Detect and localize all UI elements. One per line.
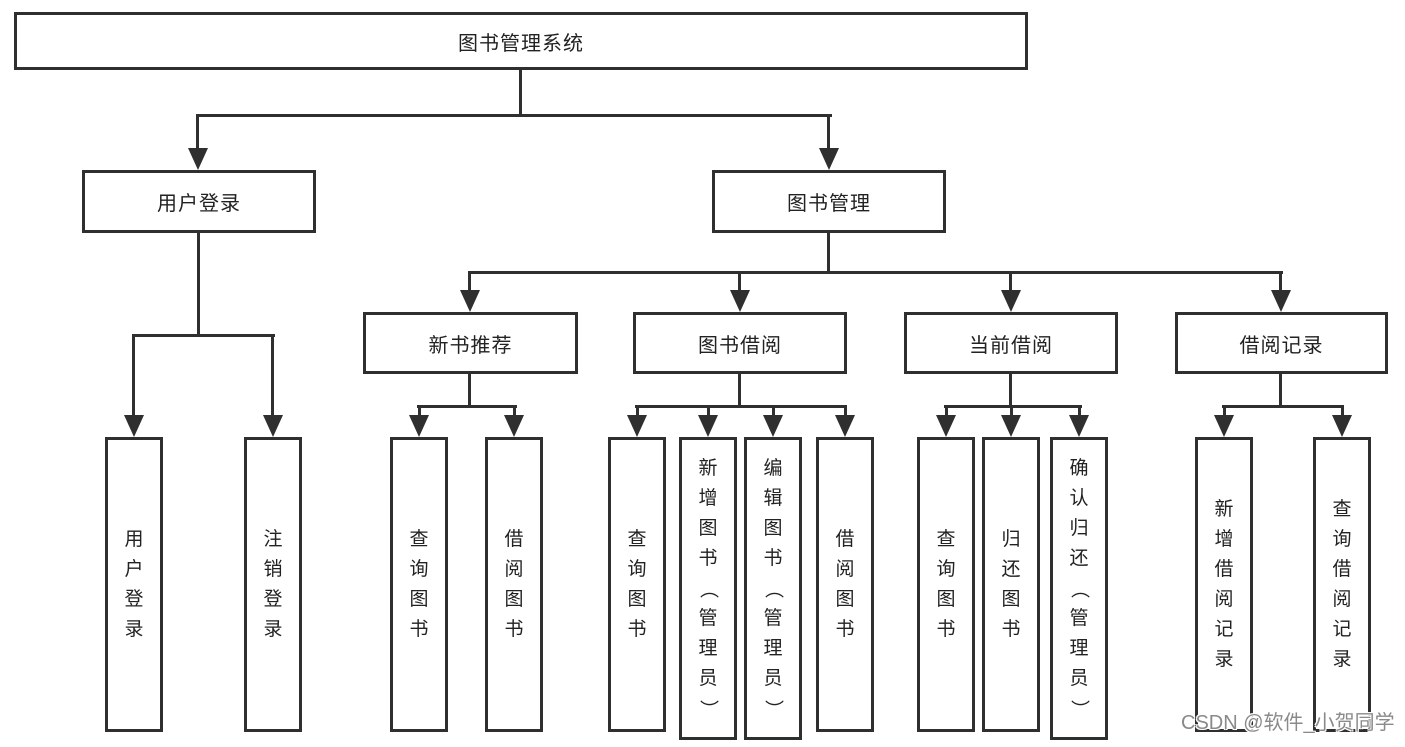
connector-line <box>132 334 135 416</box>
leaf-bookborrow-borrow: 借阅图书 <box>816 437 874 732</box>
connector-line <box>1009 372 1012 408</box>
connector-line <box>1010 405 1013 417</box>
leaf-logout: 注销登录 <box>244 437 302 732</box>
arrow-down-icon <box>504 415 524 437</box>
arrow-down-icon <box>188 148 208 170</box>
connector-line <box>418 405 421 417</box>
arrow-down-icon <box>263 415 283 437</box>
connector-line <box>468 271 471 291</box>
arrow-down-icon <box>936 415 956 437</box>
arrow-down-icon <box>124 415 144 437</box>
node-new-book-recommend: 新书推荐 <box>363 312 578 374</box>
node-book-mgmt: 图书管理 <box>712 170 946 233</box>
connector-line <box>945 405 948 417</box>
connector-line <box>196 114 199 150</box>
leaf-newbook-query: 查询图书 <box>390 437 448 732</box>
connector-line <box>738 271 741 291</box>
arrow-down-icon <box>409 415 429 437</box>
leaf-current-query: 查询图书 <box>917 437 975 732</box>
arrow-down-icon <box>1271 290 1291 312</box>
connector-line <box>197 231 200 336</box>
connector-line <box>271 334 274 416</box>
leaf-bookborrow-query: 查询图书 <box>608 437 666 732</box>
connector-line <box>1009 271 1012 291</box>
arrow-down-icon <box>698 415 718 437</box>
node-root: 图书管理系统 <box>14 12 1028 70</box>
arrow-down-icon <box>1001 290 1021 312</box>
connector-line <box>844 405 847 417</box>
connector-line <box>132 334 275 337</box>
connector-line <box>827 114 830 150</box>
leaf-bookborrow-edit: 编辑图书（管理员） <box>744 437 802 740</box>
watermark: CSDN @软件_小贺同学 <box>1181 712 1395 734</box>
connector-line <box>944 405 1082 408</box>
arrow-down-icon <box>1069 415 1089 437</box>
connector-line <box>417 405 517 408</box>
connector-line <box>1223 405 1226 417</box>
leaf-current-return: 归还图书 <box>982 437 1040 732</box>
connector-line <box>827 231 830 273</box>
arrow-down-icon <box>460 290 480 312</box>
leaf-newbook-borrow: 借阅图书 <box>485 437 543 732</box>
connector-line <box>468 372 471 408</box>
arrow-down-icon <box>763 415 783 437</box>
connector-line <box>196 114 832 117</box>
leaf-user-login: 用户登录 <box>105 437 163 732</box>
connector-line <box>1078 405 1081 417</box>
connector-line <box>636 405 639 417</box>
node-current-borrow: 当前借阅 <box>904 312 1118 374</box>
connector-line <box>1279 372 1282 408</box>
connector-line <box>468 271 1283 274</box>
connector-line <box>738 372 741 408</box>
connector-line <box>1222 405 1344 408</box>
arrow-down-icon <box>1214 415 1234 437</box>
leaf-record-query: 查询借阅记录 <box>1313 437 1371 732</box>
node-book-borrow: 图书借阅 <box>633 312 847 374</box>
leaf-current-confirm: 确认归还（管理员） <box>1050 437 1108 740</box>
connector-line <box>519 68 522 116</box>
node-user-login: 用户登录 <box>82 170 316 233</box>
arrow-down-icon <box>730 290 750 312</box>
connector-line <box>1341 405 1344 417</box>
leaf-record-add: 新增借阅记录 <box>1195 437 1253 732</box>
leaf-bookborrow-add: 新增图书（管理员） <box>679 437 737 740</box>
arrow-down-icon <box>1001 415 1021 437</box>
arrow-down-icon <box>1332 415 1352 437</box>
arrow-down-icon <box>627 415 647 437</box>
node-borrow-record: 借阅记录 <box>1175 312 1388 374</box>
connector-line <box>707 405 710 417</box>
connector-line <box>1279 271 1282 291</box>
connector-line <box>635 405 847 408</box>
connector-line <box>772 405 775 417</box>
connector-line <box>513 405 516 417</box>
arrow-down-icon <box>835 415 855 437</box>
arrow-down-icon <box>819 148 839 170</box>
